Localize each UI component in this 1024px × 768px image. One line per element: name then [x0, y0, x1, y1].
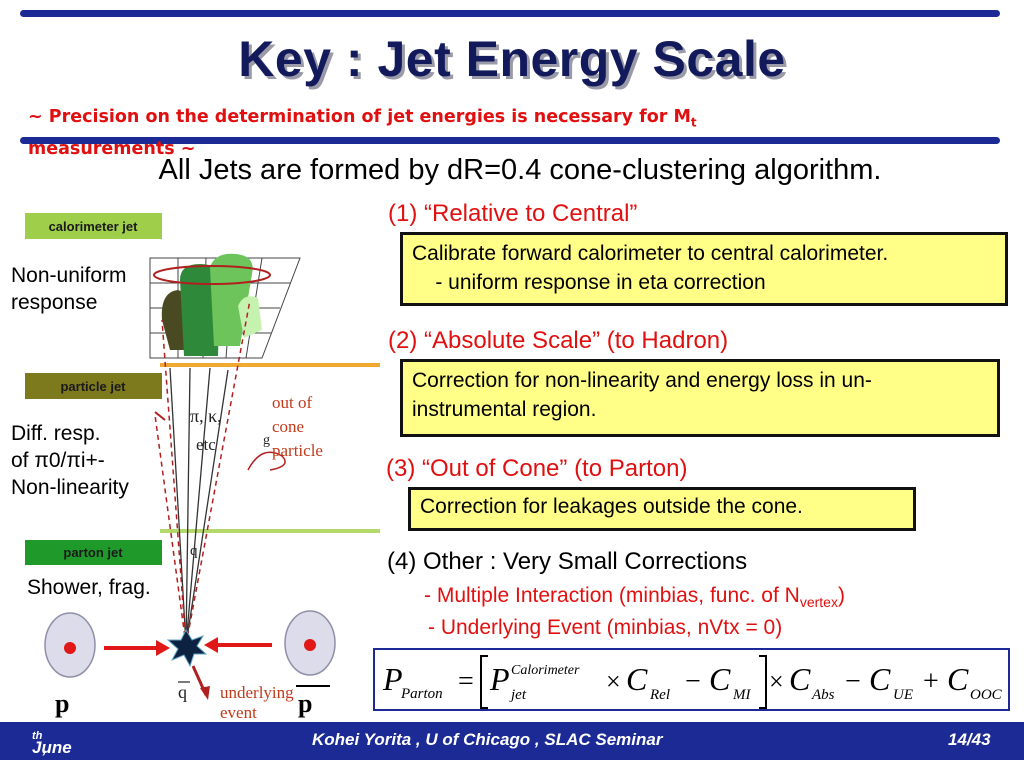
out-of-cone-text-1: out of [272, 393, 312, 412]
collision-burst [166, 628, 208, 668]
step1-box: Calibrate forward calorimeter to central… [400, 232, 1008, 306]
slide-subtitle: ~ Precision on the determination of jet … [28, 104, 888, 162]
footer-author: Kohei Yorita , U of Chicago , SLAC Semin… [312, 730, 663, 749]
footer-date-sup: th [32, 730, 43, 742]
formula-c-ue: C [869, 661, 891, 697]
formula-p-parton: P [382, 661, 403, 697]
calorimeter-jet-bar [25, 213, 162, 239]
etc-label: etc [196, 435, 216, 454]
deposit-green [180, 264, 220, 356]
formula-times-1: × [606, 667, 621, 696]
proton-left-core [64, 642, 76, 654]
formula-c-mi-sub: MI [732, 687, 751, 703]
parton-jet-label: parton jet [63, 545, 123, 560]
step4-item-multiple-interaction: - Multiple Interaction (minbias, func. o… [424, 584, 845, 610]
formula-c-abs: C [789, 661, 811, 697]
note-diff-resp: Diff. resp. of π0/πi+- Non-linearity [11, 420, 129, 501]
gluon-curl [247, 451, 286, 471]
intro-text: All Jets are formed by dR=0.4 cone-clust… [158, 154, 882, 186]
proton-label-right: p [298, 689, 312, 718]
note-non-uniform-line1: Non-uniform [11, 264, 127, 287]
out-of-cone-text-2: cone [272, 417, 304, 436]
parton-jet-bar [25, 540, 162, 565]
calorimeter-jet-label: calorimeter jet [49, 219, 139, 234]
step2-line1: Correction for non-linearity and energy … [412, 369, 872, 392]
formula-calorimeter-sup: Calorimeter [511, 663, 580, 678]
proton-right-core [304, 639, 316, 651]
step1-line1: Calibrate forward calorimeter to central… [412, 242, 889, 265]
title-rule [20, 137, 1000, 144]
step1-line2: - uniform response in eta correction [412, 271, 766, 294]
step1-heading: (1) “Relative to Central” [388, 200, 638, 227]
formula-c-ue-sub: UE [893, 687, 913, 703]
formula-p-parton-sub: Parton [400, 686, 443, 702]
footer-page: 14/43 [948, 730, 991, 749]
note-shower-frag: Shower, frag. [27, 576, 151, 599]
item1-text: - Multiple Interaction (minbias, func. o… [424, 584, 800, 607]
note-diff-resp-line2: of π0/πi+- [11, 449, 105, 472]
formula-times-2: × [769, 667, 784, 696]
formula-left-bracket [480, 655, 488, 709]
formula-c-mi: C [709, 661, 731, 697]
formula-c-rel-sub: Rel [649, 687, 670, 703]
note-non-uniform: Non-uniform response [11, 262, 127, 316]
formula-c-ooc: C [947, 661, 969, 697]
footer-date-tail: , 2005 [42, 738, 81, 768]
formula-minus-2: − [845, 666, 861, 697]
note-diff-resp-line1: Diff. resp. [11, 422, 101, 445]
jes-formula: P Parton = P Calorimeter jet × C Rel − C… [373, 648, 1010, 711]
formula-right-bracket [759, 655, 767, 709]
step3-box: Correction for leakages outside the cone… [408, 487, 916, 531]
subtitle-subscript: t [690, 115, 697, 130]
subtitle-text: ~ Precision on the determination of jet … [28, 107, 691, 127]
formula-c-abs-sub: Abs [811, 687, 835, 703]
step4-heading: (4) Other : Very Small Corrections [387, 548, 748, 575]
step3-line1: Correction for leakages outside the cone… [420, 495, 803, 518]
formula-c-rel: C [626, 661, 648, 697]
beam-arrows [104, 637, 272, 656]
underlying-text-1: underlying [220, 683, 294, 702]
particle-jet-label: particle jet [60, 379, 126, 394]
gluon-label: g [263, 433, 270, 448]
formula-c-ooc-sub: OOC [970, 687, 1003, 703]
top-rule [20, 10, 1000, 17]
formula-jet-sub: jet [509, 687, 527, 703]
step2-box: Correction for non-linearity and energy … [400, 359, 1000, 437]
formula-equals: = [458, 666, 474, 697]
formula-p-jet: P [489, 661, 510, 697]
step2-line2: instrumental region. [412, 398, 597, 421]
anti-quark-label: q [178, 682, 187, 702]
slide-title: Key : Jet Energy Scale [238, 31, 786, 87]
deposit-pale [238, 296, 262, 338]
out-of-cone-arrow [154, 411, 166, 421]
item1-subscript: vertex [799, 594, 838, 611]
anti-quark-arrowhead [200, 686, 210, 700]
formula-minus-1: − [685, 666, 701, 697]
step2-heading: (2) “Absolute Scale” (to Hadron) [388, 327, 729, 354]
note-non-uniform-line2: response [11, 291, 98, 314]
item1-tail: ) [837, 584, 845, 607]
proton-label-left: p [55, 689, 69, 718]
footer-date-text: June 7 [32, 738, 72, 768]
jet-level-diagram: calorimeter jet particle jet parton jet … [25, 213, 380, 720]
note-diff-resp-line3: Non-linearity [11, 476, 129, 499]
out-of-cone-text-3: particle [272, 441, 323, 460]
step3-heading: (3) “Out of Cone” (to Parton) [386, 455, 688, 482]
formula-plus: + [923, 666, 939, 697]
pi-kaon-label: π, κ, [190, 406, 222, 426]
quark-label: q [190, 543, 198, 559]
cone-boundary [154, 299, 251, 646]
underlying-text-2: event [220, 703, 257, 720]
step4-item-underlying-event: - Underlying Event (minbias, nVtx = 0) [428, 616, 783, 639]
subtitle-tail: measurements ~ [28, 138, 196, 159]
cone-ellipse [153, 265, 271, 285]
particle-jet-bar [25, 373, 162, 399]
